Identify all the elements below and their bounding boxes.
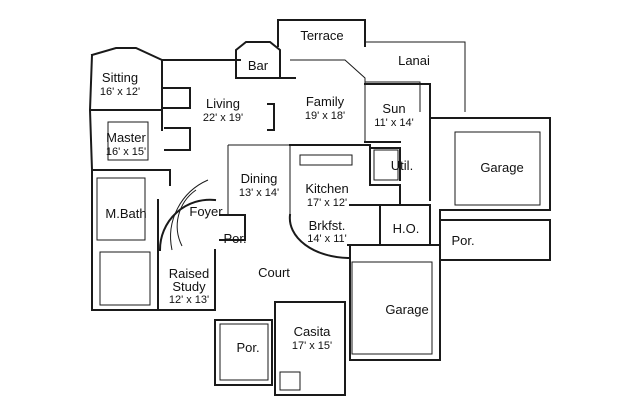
room-family: Family <box>306 94 345 109</box>
room-bar: Bar <box>248 58 269 73</box>
room-mbath: M.Bath <box>105 206 146 221</box>
walls <box>88 19 551 396</box>
room-living: Living <box>206 96 240 111</box>
room-sun: Sun <box>382 101 405 116</box>
room-garage-bottom: Garage <box>385 302 428 317</box>
room-home-office: H.O. <box>393 221 420 236</box>
room-casita: Casita <box>294 324 332 339</box>
room-court: Court <box>258 265 290 280</box>
room-foyer: Foyer <box>189 204 223 219</box>
room-master-dims: 16' x 15' <box>106 146 146 158</box>
room-family-dims: 19' x 18' <box>305 110 345 122</box>
room-labels: Terrace Lanai Bar Sitting 16' x 12' Livi… <box>100 28 524 355</box>
room-study-dims: 12' x 13' <box>169 294 209 306</box>
room-master: Master <box>106 130 146 145</box>
room-study-line1: Raised <box>169 266 209 281</box>
room-brkfst-dims: 14' x 11' <box>307 233 346 245</box>
room-casita-dims: 17' x 15' <box>292 340 332 352</box>
room-garage-right: Garage <box>480 160 523 175</box>
room-util: Util. <box>391 158 413 173</box>
room-terrace: Terrace <box>300 28 343 43</box>
room-lanai: Lanai <box>398 53 430 68</box>
room-sitting: Sitting <box>102 70 138 85</box>
room-kitchen-dims: 17' x 12' <box>307 197 347 209</box>
room-porch-garage: Por. <box>451 233 474 248</box>
room-porch-casita: Por. <box>236 340 259 355</box>
room-dining-dims: 13' x 14' <box>239 187 279 199</box>
room-study-line2: Study <box>172 279 206 294</box>
room-sitting-dims: 16' x 12' <box>100 86 140 98</box>
room-porch-foyer: Por. <box>223 231 246 246</box>
room-sun-dims: 11' x 14' <box>374 117 413 129</box>
room-living-dims: 22' x 19' <box>203 112 243 124</box>
room-brkfst: Brkfst. <box>309 218 346 233</box>
room-dining: Dining <box>241 171 278 186</box>
room-kitchen: Kitchen <box>305 181 348 196</box>
